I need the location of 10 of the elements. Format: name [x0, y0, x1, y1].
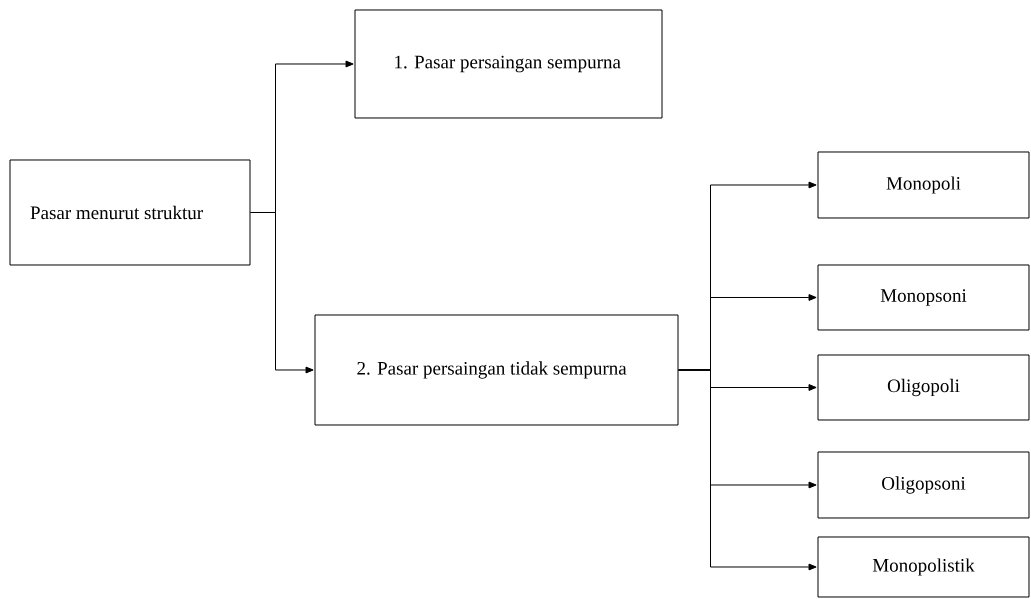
text-box: Oligopsoni: [817, 451, 1030, 519]
text-box: Monopoli: [817, 151, 1030, 219]
arrow: [250, 212, 314, 374]
text-box: Pasar menurut struktur: [9, 159, 251, 266]
arrow: [678, 369, 817, 571]
text-box: Monopolistik: [817, 536, 1030, 598]
text-box: 2. Pasar persaingan tidak sempurna: [314, 314, 679, 426]
text-box: Oligopoli: [817, 354, 1030, 421]
text-box: Monopsoni: [817, 264, 1030, 331]
text-box: 1. Pasar persaingan sempurna: [354, 9, 663, 119]
